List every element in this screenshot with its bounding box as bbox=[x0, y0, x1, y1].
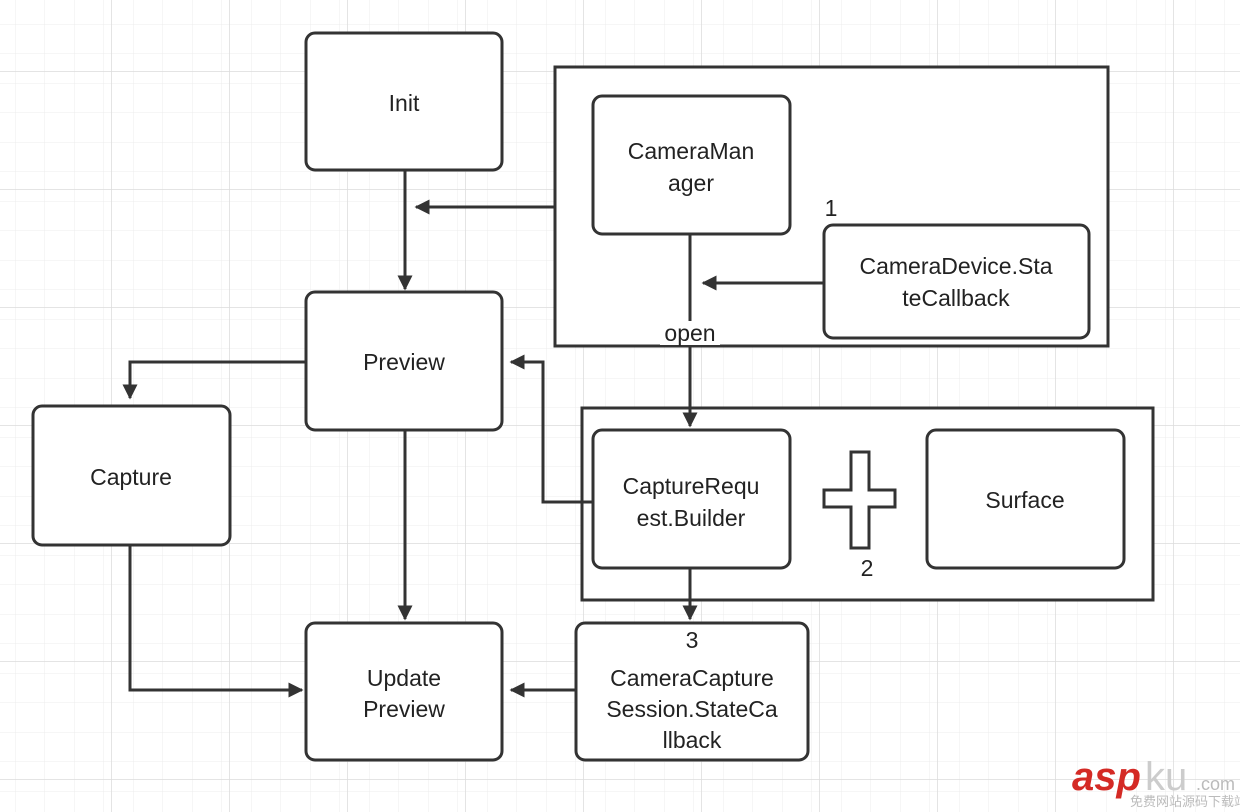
node-camera-device-state-callback[interactable]: CameraDevice.Sta teCallback bbox=[822, 223, 1091, 340]
svg-text:CameraDevice.Sta: CameraDevice.Sta bbox=[859, 253, 1052, 279]
svg-text:Session.StateCa: Session.StateCa bbox=[606, 696, 778, 722]
svg-text:asp: asp bbox=[1072, 755, 1141, 799]
open-label: open bbox=[664, 320, 715, 346]
svg-text:ku: ku bbox=[1145, 755, 1187, 799]
node-surface[interactable]: Surface bbox=[925, 428, 1126, 570]
node-camera-manager[interactable]: CameraMan ager bbox=[591, 94, 792, 236]
svg-text:llback: llback bbox=[663, 727, 722, 753]
svg-text:Update: Update bbox=[367, 665, 441, 691]
plus-icon bbox=[822, 450, 897, 550]
svg-text:ager: ager bbox=[668, 170, 714, 196]
node-capture[interactable]: Capture bbox=[31, 404, 232, 547]
svg-text:teCallback: teCallback bbox=[902, 285, 1010, 311]
svg-text:Surface: Surface bbox=[985, 487, 1064, 513]
node-capture-request-builder[interactable]: CaptureRequ est.Builder bbox=[591, 428, 792, 570]
edge-capture-to-update bbox=[128, 545, 304, 698]
node-preview[interactable]: Preview bbox=[304, 290, 504, 432]
svg-text:est.Builder: est.Builder bbox=[637, 505, 746, 531]
svg-text:3: 3 bbox=[686, 627, 699, 653]
step-1-label: 1 bbox=[825, 195, 838, 221]
node-update-preview[interactable]: Update Preview bbox=[304, 621, 504, 762]
svg-text:CameraMan: CameraMan bbox=[628, 138, 755, 164]
svg-text:.com: .com bbox=[1196, 774, 1235, 794]
svg-text:CameraCapture: CameraCapture bbox=[610, 665, 774, 691]
svg-text:Preview: Preview bbox=[363, 696, 445, 722]
open-label-bg bbox=[660, 321, 720, 345]
svg-text:CaptureRequ: CaptureRequ bbox=[623, 473, 760, 499]
node-camera-capture-session-callback[interactable]: 3 CameraCapture Session.StateCa llback bbox=[574, 621, 810, 762]
watermark-logo: asp ku .com 免费网站源码下载站! bbox=[1072, 755, 1240, 809]
step-2-label: 2 bbox=[861, 555, 874, 581]
node-init[interactable]: Init bbox=[304, 31, 504, 172]
svg-text:Preview: Preview bbox=[363, 349, 445, 375]
svg-text:Init: Init bbox=[389, 90, 420, 116]
svg-text:Capture: Capture bbox=[90, 464, 172, 490]
edge-request-to-preview bbox=[509, 354, 593, 504]
edge-preview-to-capture bbox=[122, 360, 306, 400]
svg-text:免费网站源码下载站!: 免费网站源码下载站! bbox=[1130, 794, 1240, 809]
